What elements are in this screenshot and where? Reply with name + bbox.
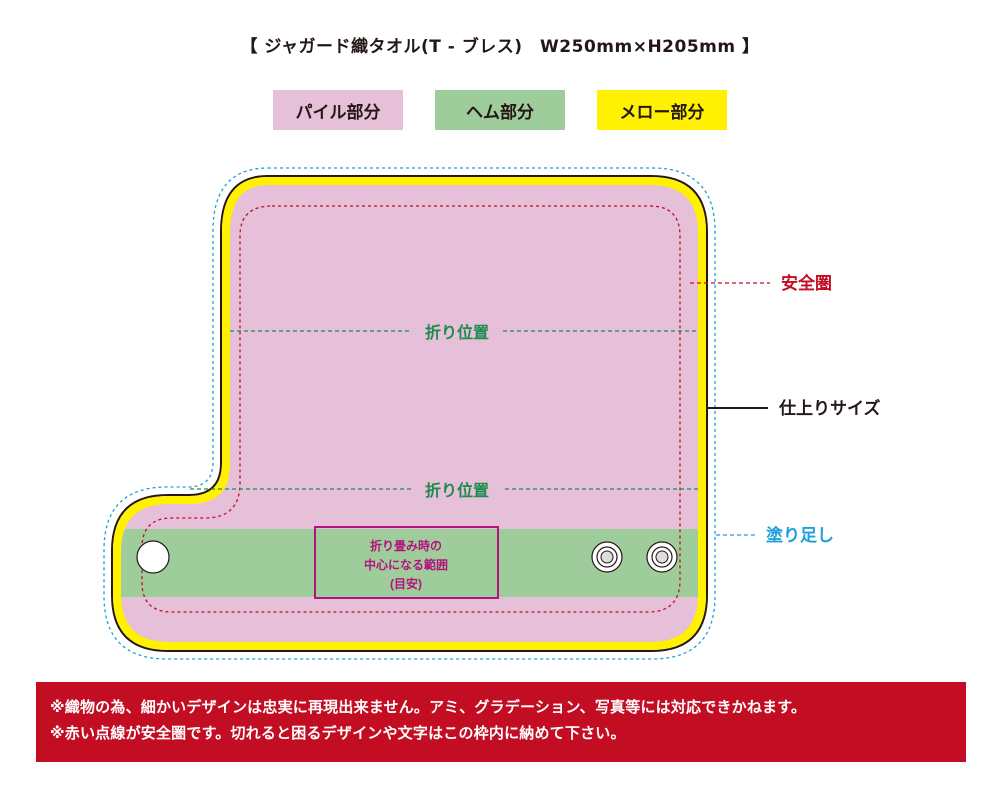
notice-line-2: ※赤い点線が安全圏です。切れると困るデザインや文字はこの枠内に納めて下さい。 — [50, 724, 626, 742]
legend-hem: ヘム部分 — [435, 90, 565, 130]
finish-size-label: 仕上りサイズ — [778, 398, 881, 418]
center-range-line3: (目安) — [390, 576, 422, 591]
center-range-line1: 折り畳み時の — [370, 538, 442, 553]
fold-label-lower: 折り位置 — [425, 481, 489, 500]
page-title: 【 ジャガード織タオル(T - ブレス) W250mm×H205mm 】 — [240, 37, 760, 57]
safe-zone-outline — [141, 205, 681, 613]
fold-label-bg-lower — [412, 478, 502, 502]
fold-label-bg-upper — [412, 320, 502, 344]
hole-icon — [136, 540, 170, 574]
legend-merrow: メロー部分 — [597, 90, 727, 130]
bleed-outline — [103, 167, 716, 660]
fold-label-upper: 折り位置 — [425, 323, 489, 342]
bleed-label: 塗り足し — [766, 525, 834, 545]
notice-banner: ※織物の為、細かいデザインは忠実に再現出来ません。アミ、グラデーション、写真等に… — [36, 682, 966, 762]
legend-pile: パイル部分 — [273, 90, 403, 130]
grommet-icon — [646, 541, 678, 573]
finish-size-outline — [111, 175, 708, 652]
center-range-box — [314, 526, 499, 599]
notice-line-1: ※織物の為、細かいデザインは忠実に再現出来ません。アミ、グラデーション、写真等に… — [50, 698, 807, 716]
pile-area — [121, 185, 698, 642]
center-range-line2: 中心になる範囲 — [364, 557, 448, 572]
grommet-icon — [591, 541, 623, 573]
safe-zone-label: 安全圏 — [781, 273, 832, 293]
towel-template-diagram: 折り位置 折り位置 折り畳み時の 中心になる範囲 (目安) 安全圏 仕上りサイズ… — [103, 167, 881, 660]
